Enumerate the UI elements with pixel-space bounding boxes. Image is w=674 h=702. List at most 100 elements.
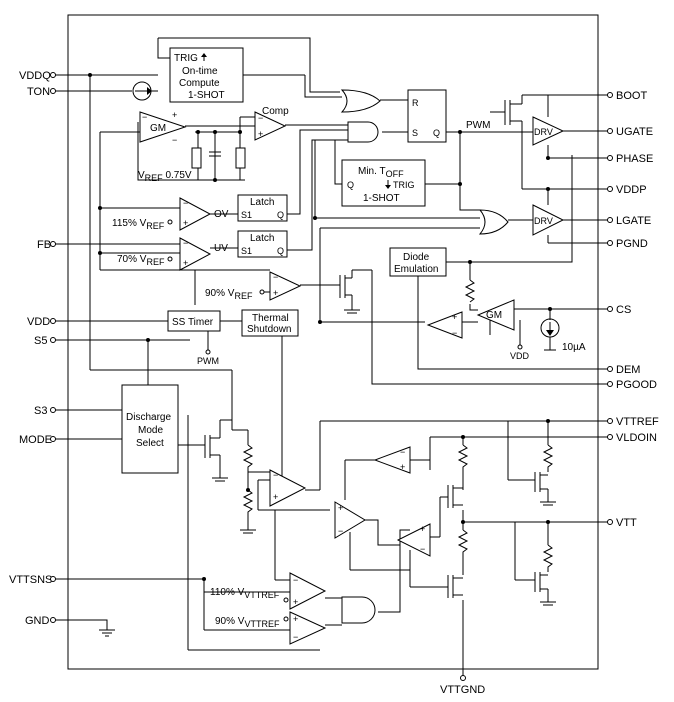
resistor-vldoin xyxy=(457,444,469,470)
svg-text:10µA: 10µA xyxy=(562,342,586,353)
chip-outline xyxy=(67,14,599,670)
pin-ton: TON xyxy=(27,86,132,98)
pin-mode: MODE xyxy=(19,434,122,446)
svg-text:+: + xyxy=(183,258,188,268)
svg-text:VDD: VDD xyxy=(27,316,50,328)
svg-text:1-SHOT: 1-SHOT xyxy=(363,193,400,204)
svg-text:1-SHOT: 1-SHOT xyxy=(188,90,225,101)
svg-text:Q: Q xyxy=(433,128,440,138)
latch-ov: Latch S1 Q xyxy=(237,194,288,222)
pgood-comparator: − + 90% VREF xyxy=(205,271,302,301)
svg-text:S1: S1 xyxy=(241,210,252,220)
resistor-ladder-2 xyxy=(242,489,254,530)
pin-vttref: VTTREF xyxy=(607,416,659,428)
svg-text:VDDQ: VDDQ xyxy=(19,70,51,82)
pin-dem: DEM xyxy=(607,364,640,376)
and-gate-top xyxy=(347,121,379,143)
ss-timer-block: SS Timer PWM xyxy=(167,310,221,366)
gm-amplifier: GM − + − xyxy=(139,110,187,145)
latch-uv: Latch S1 Q xyxy=(237,230,288,258)
pwm-label-top: PWM xyxy=(466,120,490,131)
vtt-discharge xyxy=(534,544,556,606)
svg-text:Comp: Comp xyxy=(262,106,289,117)
svg-text:S5: S5 xyxy=(34,335,47,347)
pin-ugate: UGATE xyxy=(607,126,653,138)
svg-text:FB: FB xyxy=(37,239,51,251)
svg-text:TRIG: TRIG xyxy=(393,180,415,190)
svg-text:90% VREF: 90% VREF xyxy=(205,288,253,301)
vtt-hi-comparator: − + 110% VVTTREF xyxy=(210,572,327,610)
svg-text:PGND: PGND xyxy=(616,238,648,250)
svg-text:UGATE: UGATE xyxy=(616,126,653,138)
svg-text:110% VVTTREF: 110% VVTTREF xyxy=(210,587,280,600)
svg-text:VTTSNS: VTTSNS xyxy=(9,574,52,586)
pin-s3: S3 xyxy=(34,405,122,417)
svg-text:Q: Q xyxy=(347,180,354,190)
vttref-buffer: − + xyxy=(269,469,307,507)
resistor-ladder-1 xyxy=(242,444,254,490)
vtt-error-amp: + − xyxy=(334,501,366,539)
svg-text:−: − xyxy=(338,526,343,536)
pin-vdd: VDD xyxy=(27,316,168,328)
or-gate-top xyxy=(340,89,381,113)
svg-text:VREF 0.75V: VREF 0.75V xyxy=(138,170,192,183)
svg-text:TON: TON xyxy=(27,86,50,98)
pin-gnd: GND xyxy=(25,615,115,637)
pin-boot: BOOT xyxy=(607,90,647,102)
svg-text:Emulation: Emulation xyxy=(394,264,438,275)
current-source-10ua: 10µA xyxy=(540,318,586,353)
svg-text:+: + xyxy=(400,462,405,472)
svg-text:Latch: Latch xyxy=(250,197,274,208)
pin-vtt: VTT xyxy=(607,517,637,529)
svg-text:+: + xyxy=(452,312,457,322)
pin-vttgnd: VTTGND xyxy=(440,675,485,696)
pgood-fet xyxy=(339,270,360,314)
svg-text:R: R xyxy=(412,98,419,108)
svg-text:+: + xyxy=(258,129,263,139)
svg-text:Diode: Diode xyxy=(403,252,430,263)
svg-text:On-time: On-time xyxy=(182,66,218,77)
ontime-compute-block: TRIG On-time Compute 1-SHOT xyxy=(169,47,244,103)
vtt-lower-amp: + − xyxy=(396,523,431,557)
svg-text:Min. TOFF: Min. TOFF xyxy=(358,166,404,179)
svg-text:Shutdown: Shutdown xyxy=(247,324,291,335)
and-gate-vtt xyxy=(341,596,376,624)
svg-text:−: − xyxy=(420,544,425,554)
svg-text:Q: Q xyxy=(277,210,284,220)
svg-text:LGATE: LGATE xyxy=(616,215,651,227)
svg-text:VDD: VDD xyxy=(510,351,530,361)
pin-s5: S5 xyxy=(34,335,190,347)
svg-text:DRV: DRV xyxy=(534,216,553,226)
vref-label: VREF 0.75V xyxy=(138,147,246,183)
svg-text:CS: CS xyxy=(616,304,631,316)
svg-text:90% VVTTREF: 90% VVTTREF xyxy=(215,616,280,629)
pin-pgood: PGOOD xyxy=(607,379,657,391)
svg-text:PGOOD: PGOOD xyxy=(616,379,657,391)
svg-text:S3: S3 xyxy=(34,405,47,417)
pin-vddq: VDDQ xyxy=(19,70,158,82)
comparator-comp: − + Comp xyxy=(254,106,289,141)
pin-fb: FB xyxy=(37,239,180,251)
svg-text:+: + xyxy=(273,288,278,298)
svg-text:OV: OV xyxy=(214,209,229,220)
vtt-low-fet xyxy=(447,575,463,598)
svg-text:−: − xyxy=(258,113,263,123)
svg-text:−: − xyxy=(273,470,278,480)
svg-text:VLDOIN: VLDOIN xyxy=(616,432,657,444)
svg-text:VTTGND: VTTGND xyxy=(440,684,485,696)
junctions xyxy=(88,73,552,581)
pin-cs: CS xyxy=(607,304,631,316)
svg-text:MODE: MODE xyxy=(19,434,52,446)
svg-text:115% VREF: 115% VREF xyxy=(112,218,165,231)
svg-text:70% VREF: 70% VREF xyxy=(117,254,165,267)
svg-text:GM: GM xyxy=(486,310,502,321)
svg-text:S: S xyxy=(412,128,418,138)
discharge-mode-block: Discharge Mode Select xyxy=(121,384,179,474)
svg-text:−: − xyxy=(172,135,177,145)
driver-lower: DRV xyxy=(532,204,565,236)
svg-text:GM: GM xyxy=(150,123,166,134)
svg-text:UV: UV xyxy=(214,243,228,254)
diode-emulation-block: Diode Emulation xyxy=(389,247,447,277)
pin-pgnd: PGND xyxy=(607,238,648,250)
